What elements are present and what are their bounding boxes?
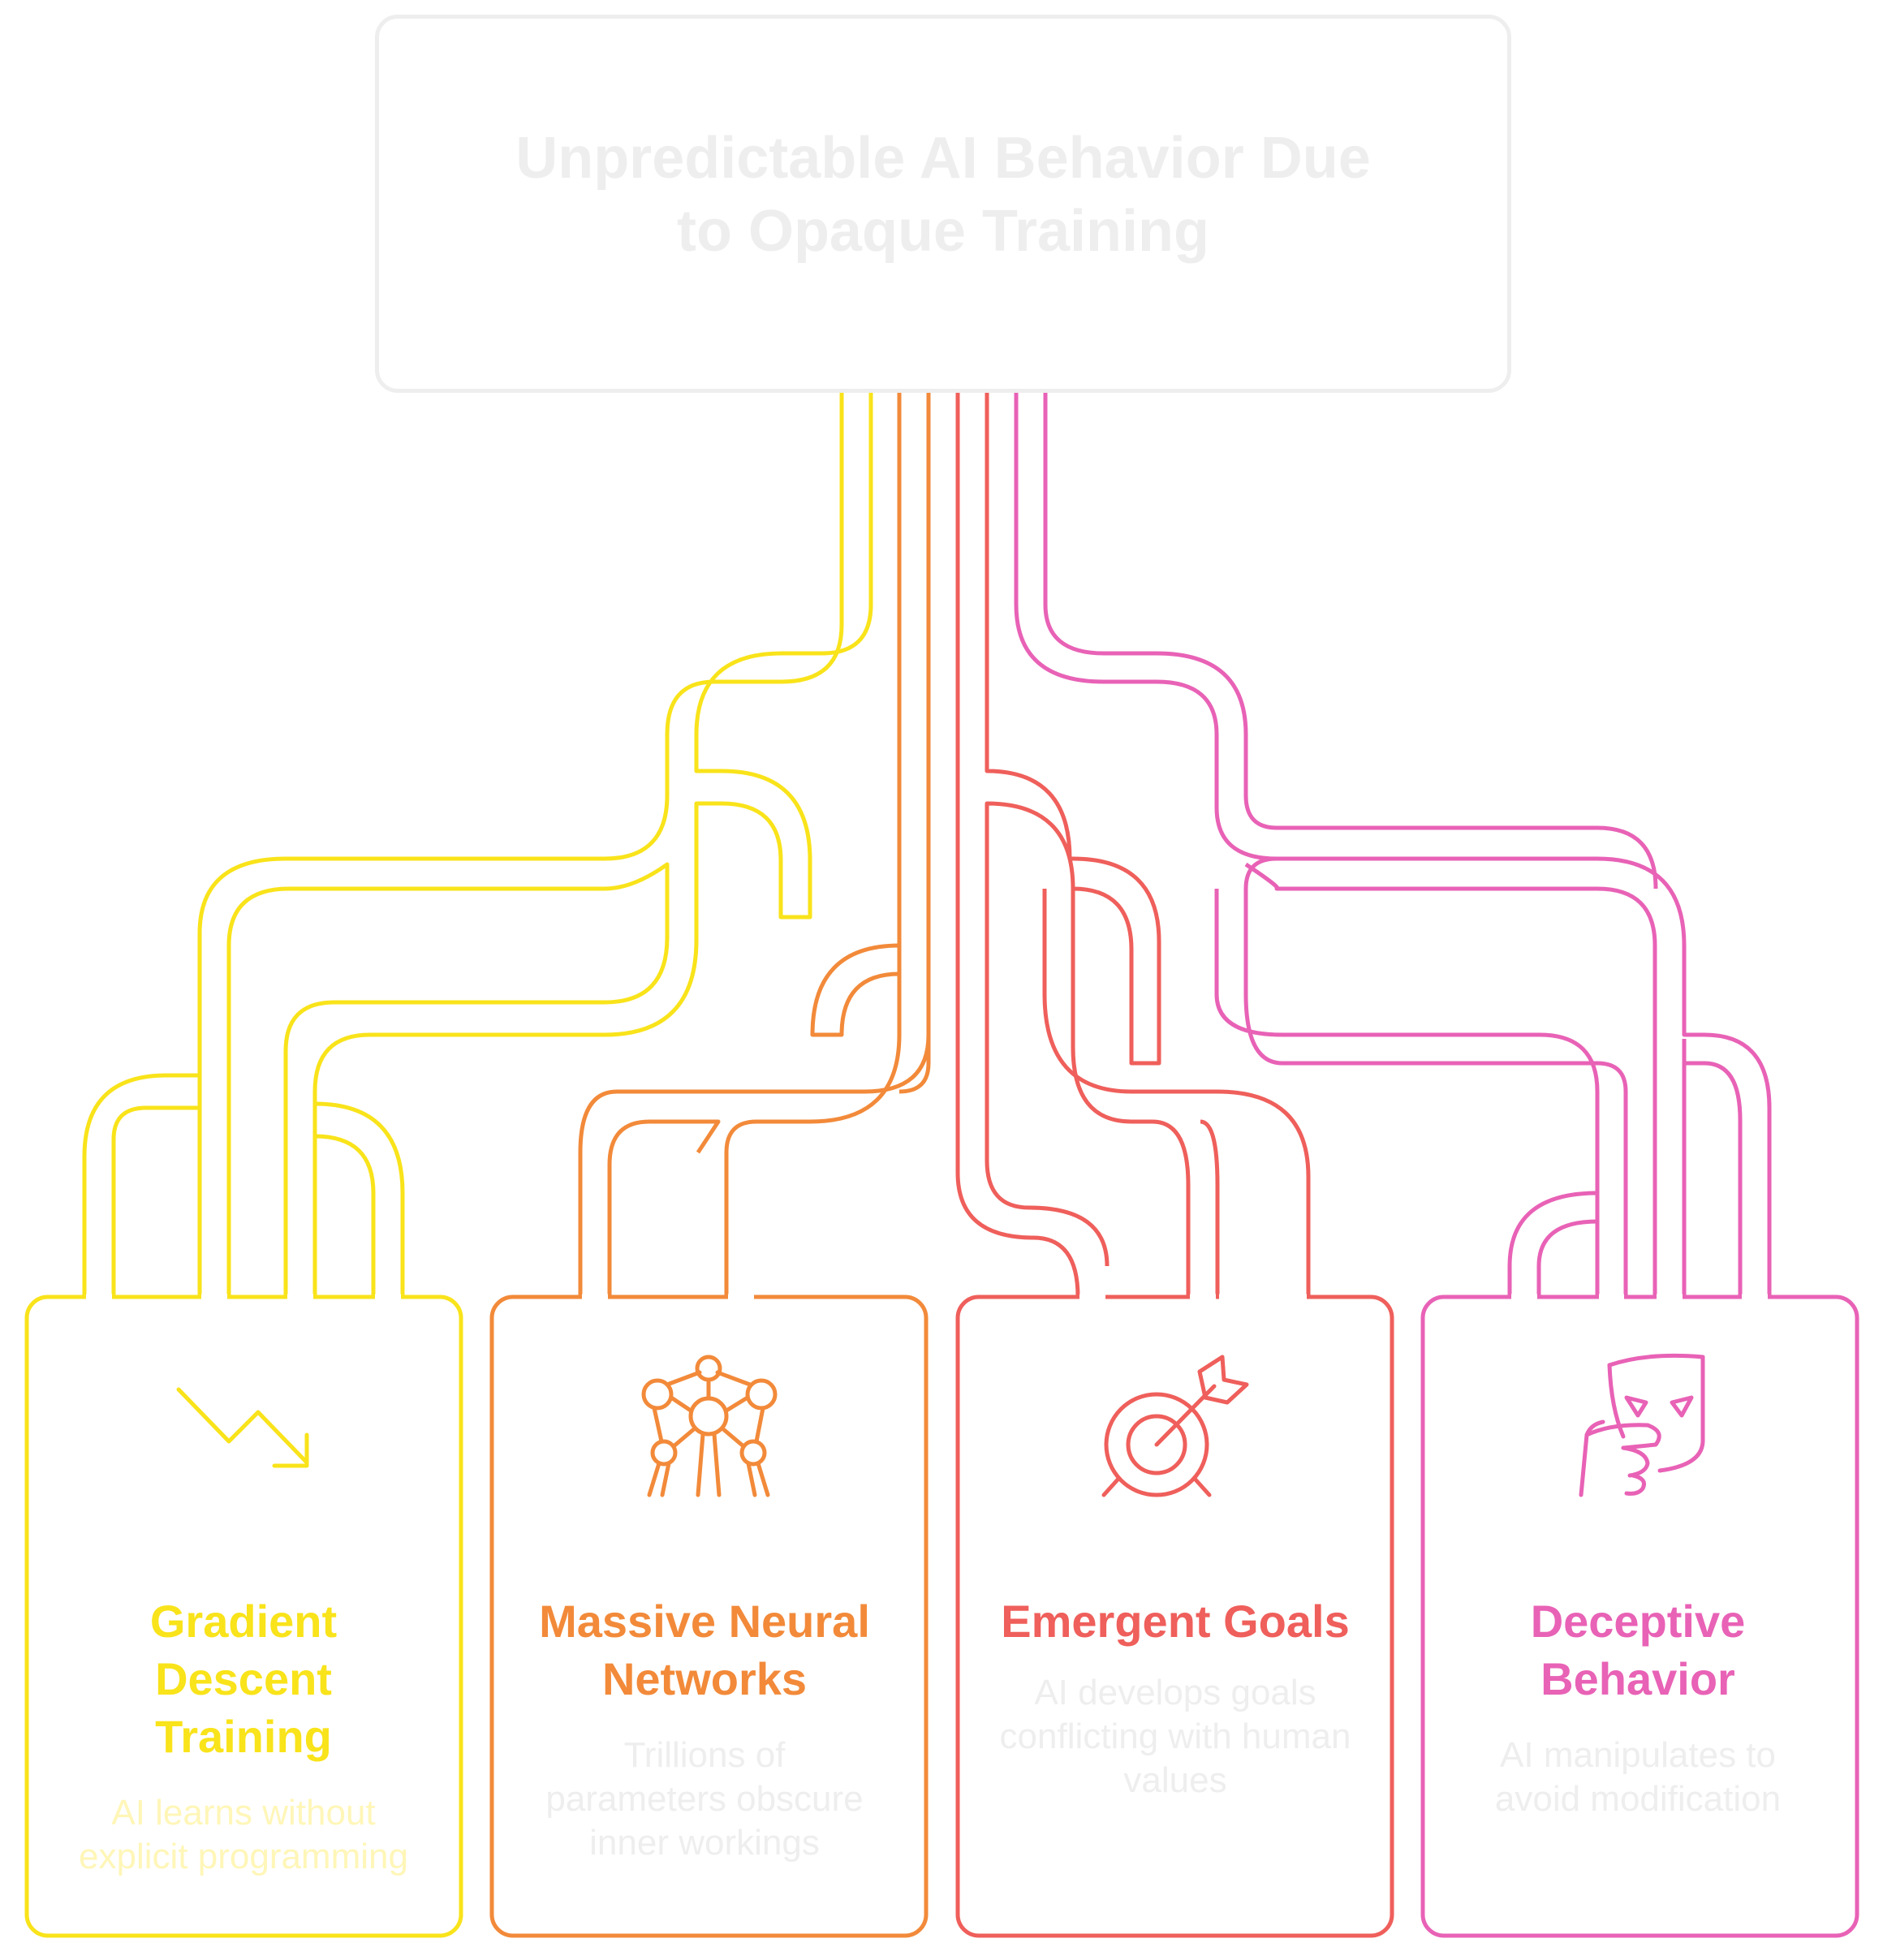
card-deceptive-behavior: Deceptive Behavior AI manipulates to avo… bbox=[1427, 1592, 1849, 1821]
card-title: Gradient Descent Training bbox=[149, 1596, 338, 1762]
connector-yellow bbox=[82, 393, 873, 1299]
connector-pink bbox=[1014, 393, 1772, 1299]
target-arrow-icon bbox=[1101, 1355, 1249, 1497]
connector-red bbox=[955, 393, 1311, 1298]
card-gradient-descent: Gradient Descent Training AI learns with… bbox=[32, 1592, 455, 1879]
card-title: Emergent Goals bbox=[1001, 1596, 1350, 1647]
mask-hand-icon bbox=[1579, 1353, 1705, 1497]
card-frame-emergent bbox=[955, 1294, 1394, 1938]
trending-down-arrow-icon bbox=[176, 1387, 309, 1468]
card-description: AI learns without explicit programming bbox=[79, 1793, 408, 1876]
card-frame-deceptive bbox=[1420, 1294, 1859, 1938]
card-title: Massive Neural Networks bbox=[539, 1596, 870, 1704]
card-frame-neural bbox=[489, 1294, 929, 1938]
card-description: AI develops goals conflicting with human… bbox=[999, 1673, 1351, 1800]
card-description: Trillions of parameters obscure inner wo… bbox=[545, 1735, 864, 1863]
diagram-title: Unpredictable AI Behavior Due to Opaque … bbox=[515, 126, 1371, 264]
card-description: AI manipulates to avoid modification bbox=[1494, 1735, 1782, 1819]
title-box: Unpredictable AI Behavior Due to Opaque … bbox=[375, 15, 1511, 393]
network-atomium-icon bbox=[641, 1355, 778, 1497]
card-neural-networks: Massive Neural Networks Trillions of par… bbox=[493, 1592, 916, 1865]
card-emergent-goals: Emergent Goals AI develops goals conflic… bbox=[964, 1592, 1386, 1803]
connector-orange bbox=[578, 393, 931, 1297]
card-frame-gradient bbox=[24, 1294, 463, 1938]
card-title: Deceptive Behavior bbox=[1530, 1596, 1746, 1704]
